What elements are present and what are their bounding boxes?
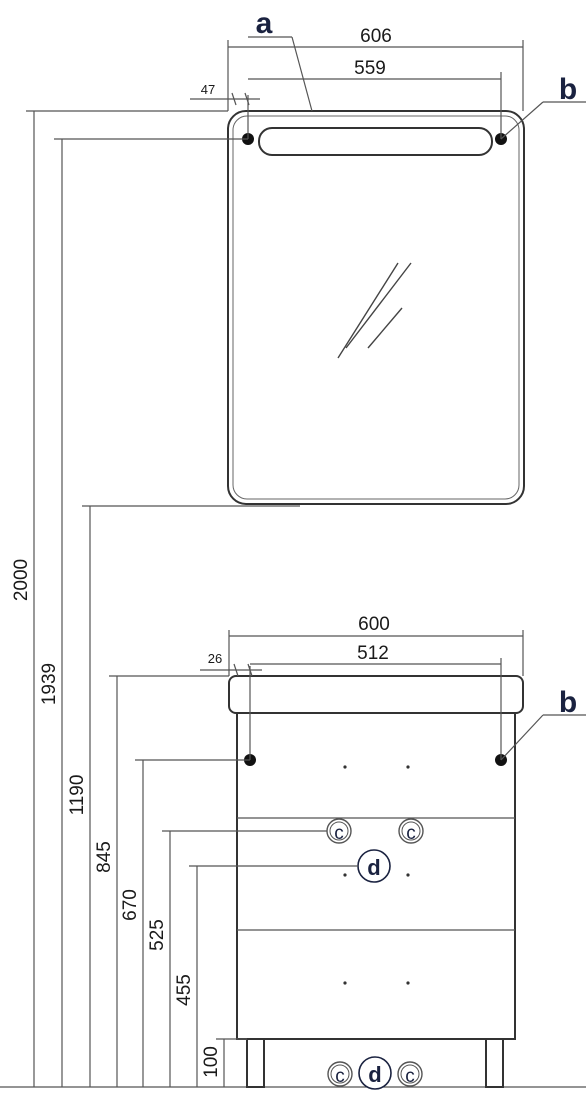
svg-text:1939: 1939: [39, 663, 60, 705]
svg-text:455: 455: [174, 974, 195, 1006]
cabinet-width-dimensions: 600 512 26: [200, 614, 524, 760]
mirror-width-outer: 606: [360, 26, 392, 47]
mirror-width-dimensions: 606 559 47: [190, 26, 524, 139]
drawer-handle-dots: [343, 765, 410, 985]
callout-b-mirror: b: [500, 73, 586, 140]
marker-c-drawer-left: c: [326, 818, 352, 844]
basin-top: [228, 675, 524, 714]
svg-text:c: c: [334, 823, 344, 844]
svg-text:525: 525: [147, 919, 168, 951]
svg-text:a: a: [256, 7, 273, 40]
svg-text:b: b: [559, 686, 577, 719]
svg-text:100: 100: [201, 1046, 222, 1078]
svg-text:670: 670: [120, 889, 141, 921]
cabinet-width-outer: 600: [358, 614, 390, 635]
callout-b-cabinet: b: [500, 686, 586, 761]
height-1190: 1190: [67, 505, 300, 1087]
svg-text:d: d: [367, 855, 380, 880]
marker-d-base: d: [358, 1056, 392, 1090]
svg-text:845: 845: [94, 841, 115, 873]
marker-c-base-left: c: [327, 1061, 353, 1087]
mirror-width-inner: 559: [354, 58, 386, 79]
height-670: 670: [120, 759, 250, 1087]
mirror-cabinet: [227, 110, 525, 505]
height-1939: 1939: [39, 138, 248, 1087]
svg-text:c: c: [405, 1066, 415, 1087]
height-525: 525: [147, 830, 327, 1087]
marker-c-drawer-right: c: [398, 818, 424, 844]
svg-text:c: c: [335, 1066, 345, 1087]
mirror-light-bar: [258, 127, 493, 156]
mirror-body: [227, 110, 525, 505]
svg-text:2000: 2000: [11, 559, 32, 601]
cabinet-offset: 26: [208, 651, 222, 666]
height-100: 100: [201, 1038, 247, 1087]
height-455: 455: [174, 865, 358, 1087]
cabinet-width-inner: 512: [357, 643, 389, 664]
cabinet-legs: [246, 1038, 504, 1088]
svg-text:d: d: [368, 1062, 381, 1087]
marker-d-drawer: d: [357, 849, 391, 883]
callout-a: a: [248, 7, 313, 112]
svg-text:b: b: [559, 73, 577, 106]
height-845: 845: [94, 675, 229, 1087]
vanity-cabinet: [228, 675, 524, 1088]
height-2000: 2000: [11, 110, 228, 1087]
marker-c-base-right: c: [397, 1061, 423, 1087]
mirror-offset: 47: [201, 82, 215, 97]
mirror-glare-icon: [337, 262, 412, 359]
svg-text:1190: 1190: [67, 775, 88, 816]
svg-text:c: c: [406, 823, 416, 844]
